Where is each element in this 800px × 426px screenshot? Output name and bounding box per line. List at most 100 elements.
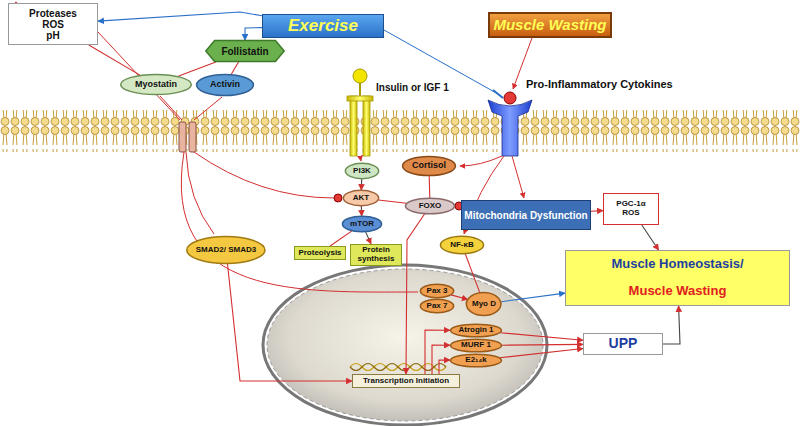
- node-text: Myostatin: [135, 80, 177, 90]
- pathway-arrow: [642, 225, 659, 250]
- shape-fill: [467, 292, 502, 315]
- gene-ellipse: MURF 1: [450, 339, 502, 352]
- cell-membrane: [0, 110, 800, 152]
- insulin-receptor: [347, 69, 373, 156]
- node-text: Protein synthesis: [351, 246, 401, 264]
- hormone-ellipse: Cortisol: [402, 156, 456, 176]
- protein-ellipse: AKT: [343, 190, 379, 206]
- pathway-arrow: [366, 232, 371, 244]
- shape-fill: [343, 190, 378, 205]
- node-text: Follistatin: [221, 46, 268, 57]
- shape-fill: [451, 339, 502, 351]
- node-text: Proteolysis: [298, 249, 341, 258]
- shape-fill: [451, 324, 502, 336]
- gene-ellipse: Myo D: [466, 292, 501, 316]
- trigger-box: Exercise: [262, 14, 384, 38]
- pathway-arrow: [330, 231, 352, 246]
- outcome-box: UPP: [583, 333, 663, 355]
- node-text: pH: [46, 30, 59, 41]
- pathway-arrow: [500, 349, 583, 358]
- pathway-arrow: [500, 333, 583, 341]
- node-text: MURF 1: [461, 341, 491, 350]
- protein-ellipse: NF-κB: [440, 236, 484, 254]
- node-text: Atrogin 1: [458, 326, 493, 335]
- shape-fill: [420, 284, 453, 297]
- status-box: PGC-1αROS: [603, 193, 659, 225]
- process-box: Mitochondria Dysfunction: [461, 200, 590, 230]
- node-text: SMAD2/ SMAD3: [196, 246, 256, 255]
- pathway-arrow: [439, 360, 450, 374]
- outcome-box: Protein synthesis: [350, 244, 402, 266]
- protein-ellipse: PI3K: [345, 163, 379, 179]
- node-text: Myo D: [472, 300, 496, 309]
- receptor-label: Pro-Inflammatory Cytokines: [526, 78, 673, 90]
- node-text: Proteases: [29, 8, 77, 19]
- node-text: Cortisol: [412, 161, 446, 171]
- shape-fill: [345, 163, 378, 178]
- node-text: mTOR: [350, 220, 374, 229]
- node-text: Mitochondria Dysfunction: [464, 210, 587, 221]
- node-text: Activin: [210, 80, 240, 90]
- shape-fill: [451, 354, 502, 366]
- node-text: Transcription Initiation: [363, 377, 449, 386]
- pathway-arrow: [361, 179, 363, 190]
- node-text: ROS: [42, 19, 64, 30]
- node-text: ROS: [622, 209, 639, 218]
- gene-ellipse: Pax 3: [420, 284, 454, 298]
- pathway-arrow: [502, 344, 583, 346]
- phospho-dot: [334, 194, 342, 202]
- pathway-arrow: [591, 210, 603, 212]
- shape-fill: [440, 236, 483, 253]
- pathway-arrow: [465, 254, 479, 293]
- node-text: Exercise: [288, 17, 358, 36]
- pathway-arrow: [98, 12, 262, 21]
- shape-fill: [187, 237, 265, 264]
- shape-fill: [206, 40, 284, 61]
- pathway-arrow: [451, 295, 468, 300]
- node-text: PI3K: [353, 167, 371, 176]
- protein-ellipse: SMAD2/ SMAD3: [186, 236, 266, 264]
- node-text: Pax 7: [427, 302, 448, 311]
- protein-ellipse: mTOR: [342, 216, 382, 232]
- node-text: NF-κB: [450, 241, 474, 250]
- node-text: Muscle Wasting: [629, 284, 727, 298]
- gene-ellipse: Pax 7: [420, 299, 454, 313]
- outcome-box: Muscle Homeostasis/Muscle Wasting: [565, 250, 790, 306]
- pathway-arrow: [378, 200, 406, 203]
- process-box: Transcription Initiation: [352, 374, 460, 388]
- trigger-box: Muscle Wasting: [488, 12, 612, 38]
- cytokine-receptor: [488, 92, 532, 156]
- status-box: ProteasesROSpH: [8, 3, 98, 45]
- node-text: FOXO: [419, 202, 442, 211]
- pathway-arrow: [501, 293, 565, 302]
- protein-ellipse: Myostatin: [120, 74, 192, 95]
- node-text: AKT: [353, 194, 369, 203]
- shape-fill: [197, 74, 254, 95]
- node-text: PGC-1α: [616, 200, 645, 209]
- pathway-arrow: [663, 306, 680, 344]
- trend-arrows: [13, 3, 656, 352]
- outcome-box: Proteolysis: [294, 246, 346, 260]
- node-text: Muscle Homeostasis/: [611, 257, 743, 271]
- shape-fill: [342, 216, 381, 231]
- node-text: UPP: [609, 336, 638, 351]
- shape-fill: [121, 74, 192, 94]
- gene-ellipse: E2₁₄k: [450, 354, 502, 367]
- node-text: Muscle Wasting: [493, 17, 606, 34]
- gene-ellipse: Atrogin 1: [450, 324, 502, 337]
- pathway-arrow: [231, 62, 238, 74]
- pathway-arrow: [432, 345, 450, 374]
- protein-hexagon: Follistatin: [205, 40, 285, 62]
- pathway-arrow: [228, 264, 353, 381]
- node-text: E2₁₄k: [465, 356, 486, 365]
- shape-fill: [406, 198, 455, 213]
- ligand-label: Insulin or IGF 1: [376, 82, 449, 93]
- protein-ellipse: FOXO: [405, 198, 455, 214]
- shape-fill: [420, 299, 453, 312]
- pathway-arrow: [89, 45, 140, 75]
- pathway-arrow: [425, 330, 450, 374]
- pathway-arrow: [361, 206, 363, 216]
- protein-ellipse: Activin: [196, 74, 254, 96]
